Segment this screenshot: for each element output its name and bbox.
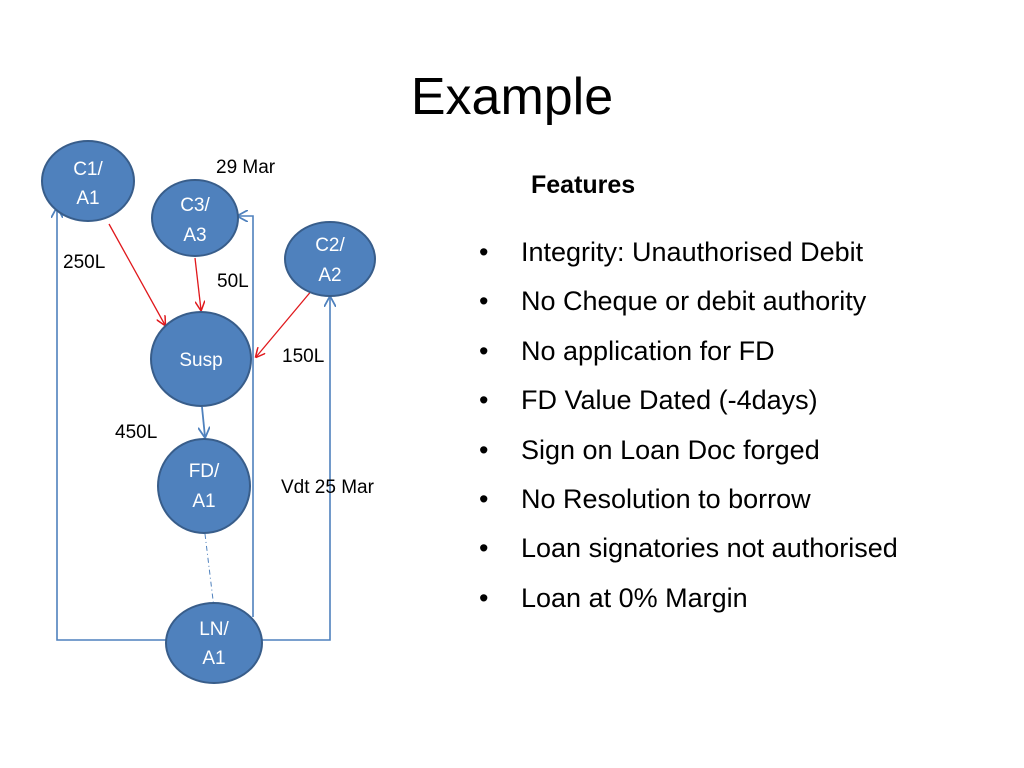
fd-to-ln-connector	[204, 533, 215, 609]
svg-text:A2: A2	[318, 265, 341, 286]
svg-text:LN/: LN/	[199, 619, 229, 640]
node-c3-a3: C3/ A3	[151, 179, 239, 257]
svg-text:A1: A1	[76, 188, 99, 209]
c1-to-susp-arrow	[108, 223, 165, 325]
node-c1-a1: C1/ A1	[41, 140, 135, 222]
label-29-mar: 29 Mar	[216, 157, 276, 178]
loan-to-c3-line	[238, 216, 254, 617]
svg-text:C1/: C1/	[73, 159, 103, 180]
label-450l: 450L	[115, 422, 157, 443]
svg-text:C2/: C2/	[315, 235, 345, 256]
svg-text:A3: A3	[183, 225, 206, 246]
feature-item: Integrity: Unauthorised Debit	[477, 228, 1017, 278]
label-250l: 250L	[63, 252, 105, 273]
c2-to-susp-arrow	[256, 282, 319, 357]
node-ln-a1: LN/ A1	[165, 602, 263, 684]
svg-text:A1: A1	[192, 491, 215, 512]
label-150l: 150L	[282, 346, 324, 367]
svg-text:C3/: C3/	[180, 195, 210, 216]
features-heading: Features	[531, 171, 636, 199]
feature-item: No Resolution to borrow	[477, 475, 1017, 525]
label-50l: 50L	[217, 271, 249, 292]
svg-text:A1: A1	[202, 648, 225, 669]
node-c2-a2: C2/ A2	[284, 221, 376, 297]
node-fd-a1: FD/ A1	[157, 438, 251, 534]
susp-to-fd-arrow	[202, 406, 205, 437]
feature-item: No application for FD	[477, 327, 1017, 377]
feature-item: Sign on Loan Doc forged	[477, 426, 1017, 476]
c3-to-susp-arrow	[194, 257, 201, 310]
svg-text:FD/: FD/	[189, 461, 220, 482]
label-vdt-25-mar: Vdt 25 Mar	[281, 477, 375, 498]
feature-item: No Cheque or debit authority	[477, 277, 1017, 327]
loan-to-c2-line	[262, 297, 330, 641]
feature-list: Integrity: Unauthorised Debit No Cheque …	[477, 228, 1017, 624]
slide-title: Example	[410, 68, 614, 126]
feature-item: Loan at 0% Margin	[477, 574, 1017, 624]
loan-to-c1-line	[57, 208, 168, 641]
node-susp: Susp	[150, 311, 252, 407]
feature-item: FD Value Dated (-4days)	[477, 376, 1017, 426]
svg-text:Susp: Susp	[179, 350, 222, 371]
feature-item: Loan signatories not authorised	[477, 524, 1017, 574]
